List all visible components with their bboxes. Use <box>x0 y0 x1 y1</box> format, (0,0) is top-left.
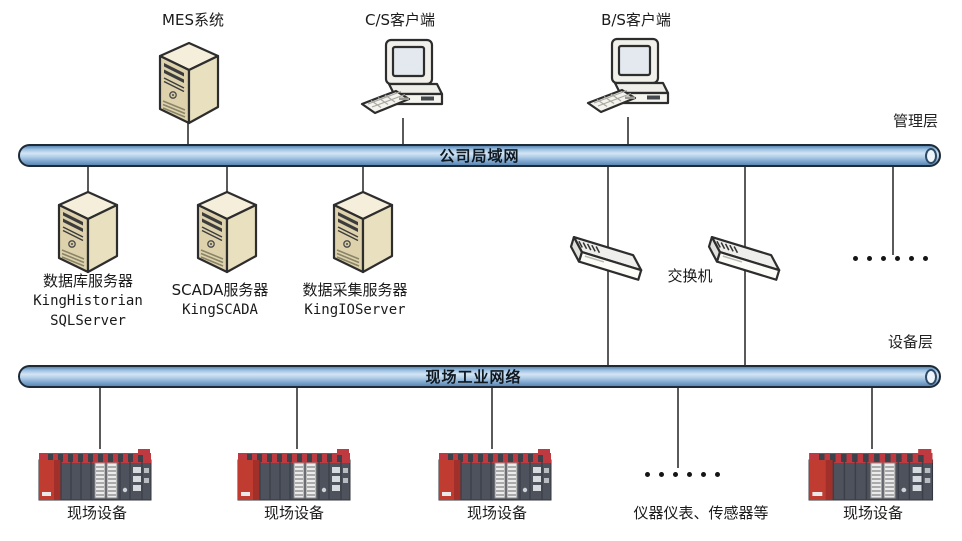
plc-node-4 <box>808 448 938 510</box>
server-name: 数据库服务器 <box>42 272 134 290</box>
dot <box>701 472 706 477</box>
plc-rack-icon <box>438 449 552 501</box>
dot <box>687 472 692 477</box>
tower-server-icon <box>332 190 394 274</box>
connector-line <box>296 387 298 449</box>
bs-client-label: B/S客户端 <box>601 11 671 29</box>
dot <box>909 256 914 261</box>
field-device-label-3: 现场设备 <box>466 504 528 522</box>
field-device-label-4: 现场设备 <box>842 504 904 522</box>
io-server-node <box>330 189 396 279</box>
field-device-label-1: 现场设备 <box>66 504 128 522</box>
sensors-label: 仪器仪表、传感器等 <box>633 504 769 522</box>
bus-end-cap <box>925 147 937 164</box>
connector-line <box>362 165 364 193</box>
dot <box>659 472 664 477</box>
switch-node-2 <box>703 226 789 296</box>
device-layer-label: 设备层 <box>887 333 933 351</box>
mes-system-label: MES系统 <box>162 11 224 29</box>
connector-line <box>871 387 873 449</box>
field-device-label-2: 现场设备 <box>263 504 325 522</box>
ellipsis-dots <box>853 256 928 261</box>
tower-server-icon <box>196 190 258 274</box>
connector-line <box>402 118 404 145</box>
connector-line <box>491 387 493 449</box>
connector-line <box>226 165 228 193</box>
scada-server-node <box>194 189 260 279</box>
management-layer-label: 管理层 <box>892 112 938 130</box>
switch-label: 交换机 <box>667 267 713 285</box>
io-server-caption: 数据采集服务器 KingIOServer <box>302 280 407 320</box>
plc-rack-icon <box>237 449 351 501</box>
plc-rack-icon <box>38 449 152 501</box>
bs-client-node <box>585 37 671 125</box>
database-server-caption: 数据库服务器 KingHistorian SQLServer <box>33 271 143 331</box>
desktop-computer-icon <box>360 38 444 115</box>
connector-line <box>87 165 89 193</box>
scada-server-caption: SCADA服务器 KingSCADA <box>172 280 269 320</box>
field-bus-label: 现场工业网络 <box>425 367 522 386</box>
server-software: KingHistorian <box>33 293 143 309</box>
connector-line <box>677 387 679 468</box>
dot <box>673 472 678 477</box>
plc-node-2 <box>237 448 355 510</box>
tower-server-icon <box>158 41 220 125</box>
field-bus: 现场工业网络 <box>18 365 941 388</box>
cs-client-node <box>359 38 445 126</box>
server-name: SCADA服务器 <box>171 281 269 299</box>
dot <box>715 472 720 477</box>
lan-bus: 公司局域网 <box>18 144 941 167</box>
lan-bus-label: 公司局域网 <box>439 146 520 165</box>
server-software: KingSCADA <box>182 302 258 318</box>
desktop-computer-icon <box>586 37 670 114</box>
plc-rack-icon <box>808 449 934 501</box>
ellipsis-dots <box>645 472 720 477</box>
connector-line <box>99 387 101 449</box>
mes-system-node <box>156 40 222 130</box>
switch-node-1 <box>565 226 651 296</box>
server-name: 数据采集服务器 <box>302 281 408 299</box>
cs-client-label: C/S客户端 <box>364 11 436 29</box>
dot <box>645 472 650 477</box>
server-software: KingIOServer <box>304 302 406 318</box>
server-software: SQLServer <box>50 313 126 329</box>
switch-icon <box>569 235 643 281</box>
connector-line <box>892 165 894 255</box>
dot <box>867 256 872 261</box>
switch-icon <box>707 235 781 281</box>
dot <box>853 256 858 261</box>
connector-line <box>187 122 189 145</box>
plc-node-1 <box>38 448 156 510</box>
dot <box>923 256 928 261</box>
bus-end-cap <box>925 368 937 385</box>
dot <box>895 256 900 261</box>
connector-line <box>627 117 629 145</box>
dot <box>881 256 886 261</box>
database-server-node <box>55 189 121 279</box>
tower-server-icon <box>57 190 119 274</box>
plc-node-3 <box>438 448 556 510</box>
